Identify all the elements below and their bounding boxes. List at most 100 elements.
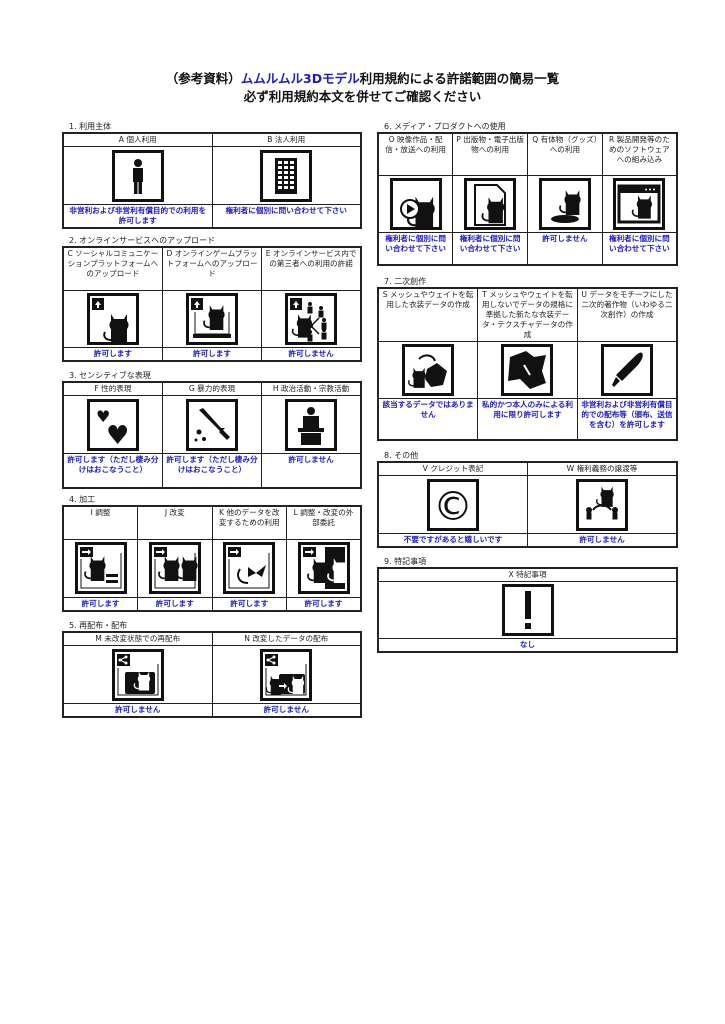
permission-answer: 不要ですがあると嬉しいです [377, 533, 528, 548]
permission-answer: 権利者に個別に問い合わせて下さい [452, 231, 528, 266]
permission-answer: 私的かつ本人のみによる利用に限り許可します [477, 398, 578, 440]
section-title: 6. メディア・プロダクトへの使用 [384, 122, 506, 131]
item-label: G 暴力的表現 [161, 381, 263, 396]
answer-row: 許可しません許可しません [62, 703, 362, 718]
svg-text:©: © [433, 484, 473, 528]
outsource-icon [297, 542, 350, 594]
software-icon [613, 177, 666, 230]
clothing-transfer-icon [402, 344, 455, 396]
hearts-icon: ♥♥ [86, 398, 139, 451]
icon-cell [62, 538, 138, 598]
item-label: X 特記事項 [377, 567, 678, 582]
title-prefix: （参考資料） [165, 71, 241, 86]
answer-row: 非営利および非営利有償目的での利用を許可します権利者に個別に問い合わせて下さい [62, 204, 362, 229]
answer-row: 許可します（ただし棲み分けはおこなうこと）許可します（ただし棲み分けはおこなうこ… [62, 453, 362, 488]
item-label: F 性的表現 [62, 381, 163, 396]
transfer-rights-icon [576, 478, 628, 531]
icon-cell [62, 146, 213, 205]
document-icon [464, 177, 517, 230]
icon-cell [211, 538, 287, 598]
clothing-icon [501, 344, 554, 396]
item-label: H 政治活動・宗教活動 [261, 381, 362, 396]
icon-cell [286, 538, 362, 598]
pen-icon [600, 344, 653, 396]
icon-cell: © [377, 475, 528, 534]
icon-row [377, 581, 678, 639]
icon-row [377, 174, 678, 233]
permission-answer: 権利者に個別に問い合わせて下さい [211, 204, 362, 229]
icon-cell [211, 645, 362, 704]
icon-row [62, 289, 362, 348]
permission-answer: 許可します [62, 346, 163, 361]
exclamation-icon [501, 584, 554, 636]
svg-text:♥: ♥ [96, 407, 110, 426]
icon-cell [576, 341, 678, 399]
item-label: B 法人利用 [211, 132, 362, 147]
icon-row: © [377, 475, 678, 534]
icon-cell [377, 341, 479, 399]
item-label: Q 有体物（グッズ）への利用 [527, 132, 603, 176]
icon-cell [161, 289, 263, 348]
video-icon [389, 177, 442, 230]
icon-cell [377, 581, 678, 639]
answer-row: 許可します許可します許可しません [62, 346, 362, 361]
section-title: 4. 加工 [69, 495, 96, 504]
item-label: O 映像作品・配信・放送への利用 [377, 132, 454, 176]
answer-row: 許可します許可します許可します許可します [62, 596, 362, 611]
item-label: V クレジット表記 [377, 461, 528, 476]
item-label: K 他のデータを改変するための利用 [211, 505, 287, 540]
building-icon [260, 149, 313, 202]
item-label: U データをモチーフにした二次的著作物（いわゆる二次創作）の作成 [576, 287, 678, 342]
icon-row [62, 538, 362, 598]
permission-answer: なし [377, 638, 678, 653]
section-title: 2. オンラインサービスへのアップロード [69, 236, 216, 245]
permission-answer: 許可しません [261, 453, 362, 488]
distribute-modified-icon [260, 648, 313, 701]
item-label: R 製品開発等のためのソフトウェアへの組み込み [601, 132, 678, 176]
page-title: （参考資料）ムムルムル3Dモデル利用規約による許諾範囲の簡易一覧 [0, 68, 725, 87]
icon-cell [527, 174, 603, 233]
icon-cell [452, 174, 528, 233]
item-label: E オンラインサービス内での第三者への利用の許諾 [261, 246, 362, 291]
icon-cell [62, 289, 163, 348]
section-title: 3. センシティブな表現 [69, 371, 151, 380]
permission-answer: 許可します [286, 596, 362, 611]
permission-answer: 許可しません [62, 703, 213, 718]
answer-row: 権利者に個別に問い合わせて下さい権利者に個別に問い合わせて下さい許可しません権利… [377, 231, 678, 266]
icon-cell [601, 174, 678, 233]
section-title: 5. 再配布・配布 [69, 621, 128, 630]
permission-answer: 非営利および非営利有償目的での利用を許可します [62, 204, 213, 229]
section-title: 8. その他 [384, 451, 419, 460]
section-title: 9. 特記事項 [384, 557, 427, 566]
header-row: X 特記事項 [377, 567, 678, 582]
permission-answer: 許可します [211, 596, 287, 611]
knife-icon [185, 398, 238, 451]
podium-icon [285, 398, 338, 451]
permission-answer: 許可します [137, 596, 213, 611]
item-label: A 個人利用 [62, 132, 213, 147]
icon-cell [261, 289, 362, 348]
permission-answer: 許可しません [527, 533, 678, 548]
item-label: N 改変したデータの配布 [211, 631, 362, 646]
svg-text:♥: ♥ [106, 421, 129, 448]
item-label: W 権利義務の譲渡等 [527, 461, 678, 476]
title-model-name: ムムルムル3Dモデル [240, 71, 360, 86]
permission-answer: 許可します（ただし棲み分けはおこなうこと） [161, 453, 263, 488]
icon-cell [527, 475, 678, 534]
item-label: L 調整・改変の外部委託 [286, 505, 362, 540]
answer-row: なし [377, 638, 678, 653]
permission-answer: 許可しません [527, 231, 603, 266]
